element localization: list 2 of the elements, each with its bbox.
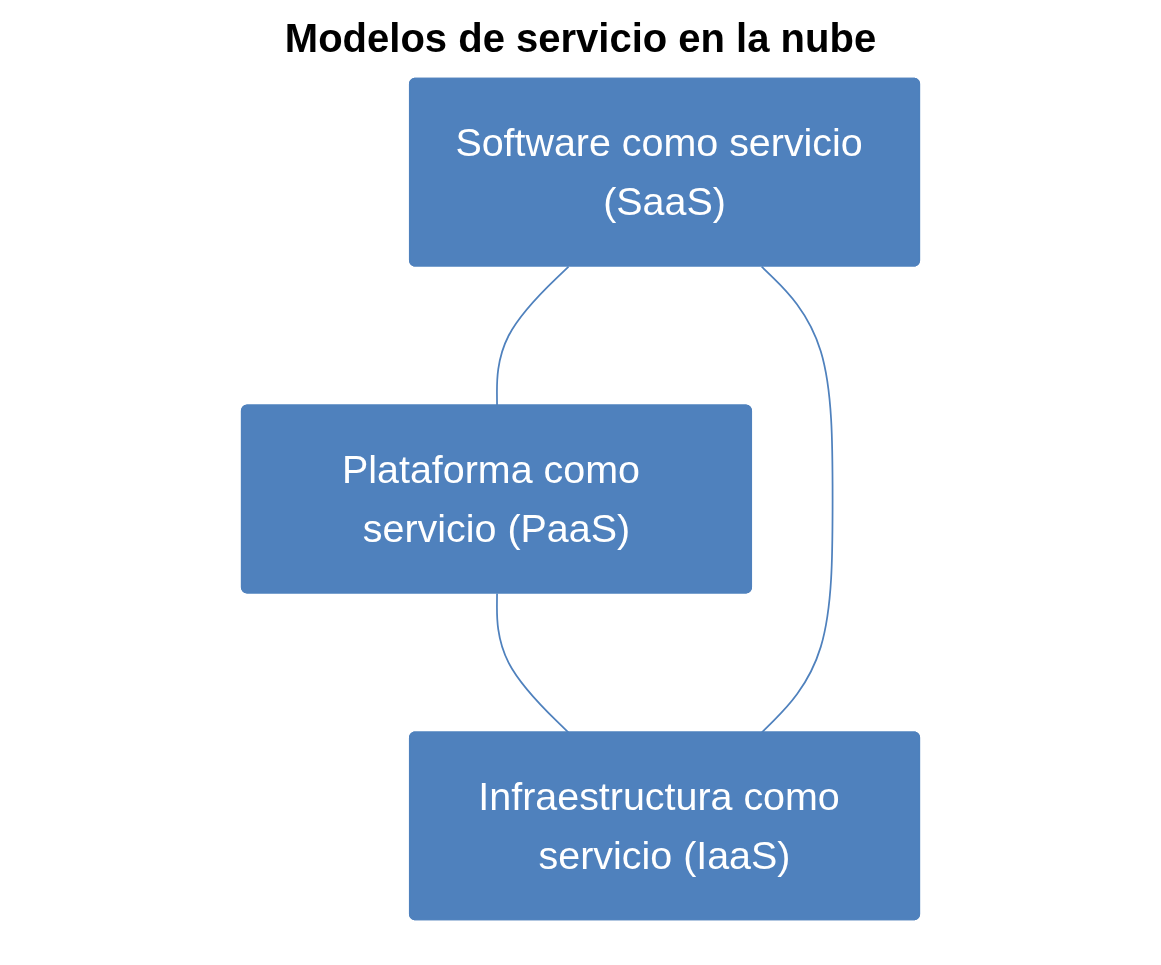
connector: [496, 265, 570, 407]
diagram-title: Modelos de servicio en la nube: [284, 16, 877, 61]
